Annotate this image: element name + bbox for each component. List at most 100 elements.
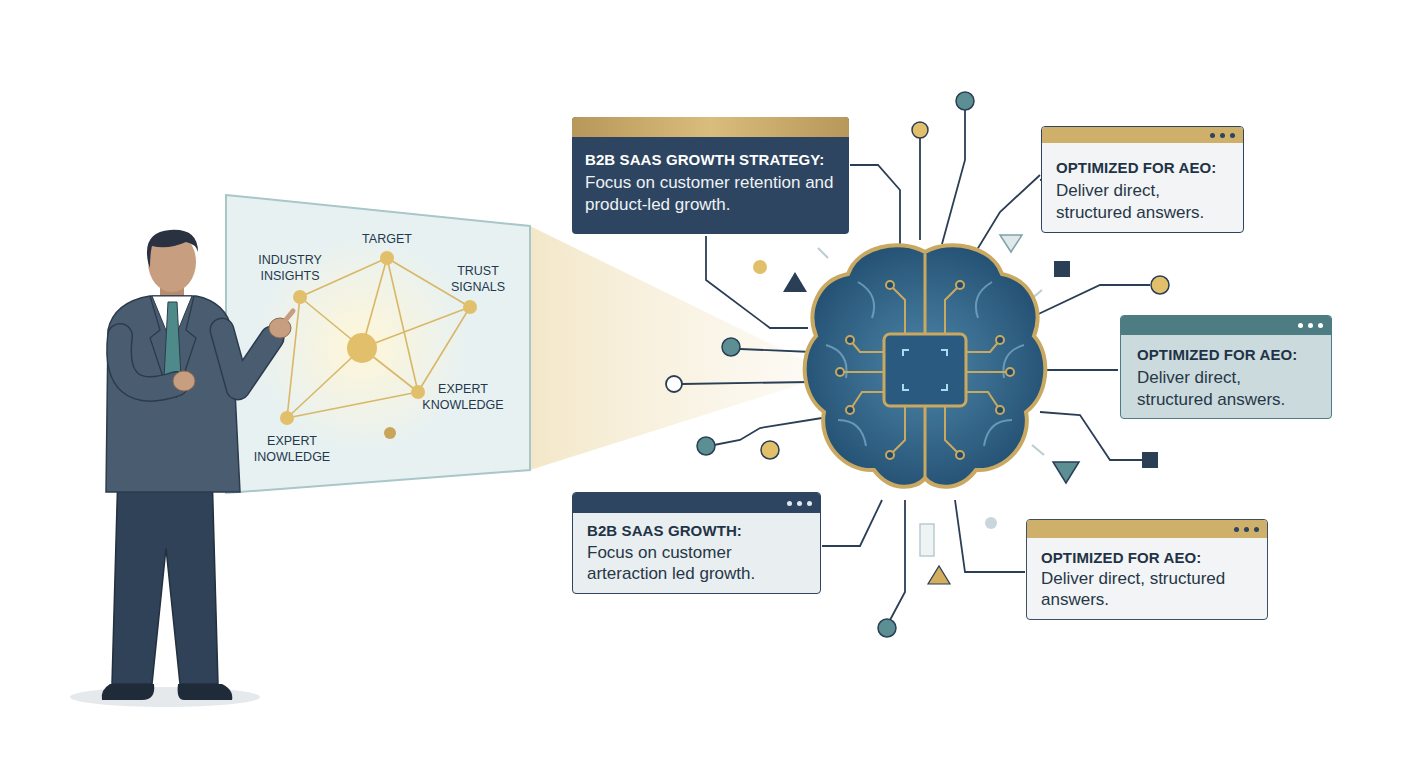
arm — [222, 330, 272, 388]
circuit-pad — [846, 406, 854, 414]
circuit-trace — [965, 392, 1000, 410]
leader-line — [1030, 285, 1150, 318]
card-text: Focus on customer retention and product-… — [585, 172, 842, 216]
circuit-trace — [850, 392, 885, 410]
card-body: OPTIMIZED FOR AEO:Deliver direct, struct… — [1121, 335, 1331, 417]
network-label: TRUST SIGNALS — [442, 263, 514, 295]
circuit-pad — [886, 451, 894, 459]
card-body: B2B SAAS GROWTH:Focus on customer artera… — [573, 513, 820, 590]
circuit-trace — [965, 340, 1000, 352]
brain-fold — [826, 345, 847, 378]
navy-square — [1054, 261, 1070, 277]
network-label: INDUSTRY INSIGHTS — [250, 252, 330, 284]
leader-line — [682, 382, 810, 384]
shoe — [102, 684, 155, 700]
card-header-bar — [1027, 520, 1267, 538]
card-body: OPTIMIZED FOR AEO:Deliver direct, struct… — [1027, 538, 1267, 616]
gold-triangle — [928, 566, 950, 584]
circuit-pad — [996, 406, 1004, 414]
window-dot — [1308, 323, 1313, 328]
network-dot — [463, 300, 477, 314]
circuit-trace — [890, 405, 905, 455]
circuit-pad — [846, 336, 854, 344]
circuit-trace — [965, 371, 1010, 373]
gold-dot — [1151, 276, 1169, 294]
window-dot — [1298, 323, 1303, 328]
card-header-bar — [1042, 127, 1243, 143]
window-dot — [1220, 133, 1225, 138]
window-dot — [797, 501, 802, 506]
card-header-bar — [1121, 316, 1331, 335]
brain-fold — [976, 282, 992, 318]
brain-fold — [984, 420, 1012, 446]
circuit-pad — [886, 281, 894, 289]
leader-line — [1040, 412, 1142, 460]
network-link — [418, 307, 470, 392]
card-heading: OPTIMIZED FOR AEO: — [1056, 158, 1235, 178]
brain-fold — [838, 420, 866, 446]
circuit-traces — [840, 285, 1010, 455]
network-glow — [252, 235, 472, 455]
gold-dot — [753, 260, 767, 274]
card-text: Deliver direct, structured answers. — [1137, 367, 1321, 411]
leader-line — [972, 175, 1040, 258]
leader-line — [1042, 369, 1118, 371]
accent-tick — [1032, 445, 1044, 455]
card-heading: B2B SAAS GROWTH STRATEGY: — [585, 150, 842, 170]
window-dot — [1234, 527, 1239, 532]
leader-line — [850, 165, 900, 244]
network-link — [287, 348, 362, 418]
light-beam — [530, 226, 808, 470]
network-link — [362, 307, 470, 348]
network-link — [387, 258, 418, 392]
window-dot — [787, 501, 792, 506]
network-dot — [280, 411, 294, 425]
card-header-bar — [572, 117, 849, 137]
info-card: OPTIMIZED FOR AEO:Deliver direct, struct… — [1026, 519, 1268, 620]
window-dot — [1254, 527, 1259, 532]
network-dot — [380, 251, 394, 265]
circuit-pad — [1006, 368, 1014, 376]
navy-square — [1142, 452, 1158, 468]
circuit-pad — [996, 336, 1004, 344]
arm — [119, 336, 176, 389]
circuit-pad — [956, 281, 964, 289]
leader-line — [919, 138, 921, 240]
arm-outline — [222, 330, 272, 388]
window-dot — [1318, 323, 1323, 328]
chip-focus — [903, 350, 947, 390]
brain-fold — [858, 282, 874, 318]
window-dot — [1230, 133, 1235, 138]
leader-line — [706, 236, 808, 328]
circuit-pad — [956, 451, 964, 459]
network-dot — [384, 427, 396, 439]
card-body: OPTIMIZED FOR AEO:Deliver direct, struct… — [1042, 143, 1243, 230]
teal-dot — [722, 338, 740, 356]
pointing-finger — [284, 311, 293, 322]
navy-triangle — [783, 272, 807, 292]
arm-outline — [119, 336, 176, 389]
circuit-pad — [836, 368, 844, 376]
brain-folds — [826, 282, 1024, 446]
info-card: OPTIMIZED FOR AEO:Deliver direct, struct… — [1041, 126, 1244, 233]
circuit-pads — [836, 281, 1014, 459]
leader-line — [890, 500, 905, 620]
teal-dot — [956, 92, 974, 110]
network-dot — [411, 385, 425, 399]
leader-line — [942, 110, 965, 244]
card-body: B2B SAAS GROWTH STRATEGY:Focus on custom… — [572, 137, 849, 222]
brain-outline — [805, 245, 1046, 487]
info-card: B2B SAAS GROWTH STRATEGY:Focus on custom… — [572, 117, 849, 234]
trousers — [112, 470, 218, 684]
window-dot — [1244, 527, 1249, 532]
card-header-bar — [573, 493, 820, 513]
leader-line — [740, 349, 812, 352]
open-dot — [666, 376, 682, 392]
card-text: Deliver direct, structured answers. — [1041, 568, 1259, 610]
info-card: B2B SAAS GROWTH:Focus on customer artera… — [572, 492, 821, 594]
window-dot — [1210, 133, 1215, 138]
circuit-trace — [890, 285, 905, 335]
leader-line — [822, 500, 882, 546]
card-heading: OPTIMIZED FOR AEO: — [1041, 548, 1259, 568]
